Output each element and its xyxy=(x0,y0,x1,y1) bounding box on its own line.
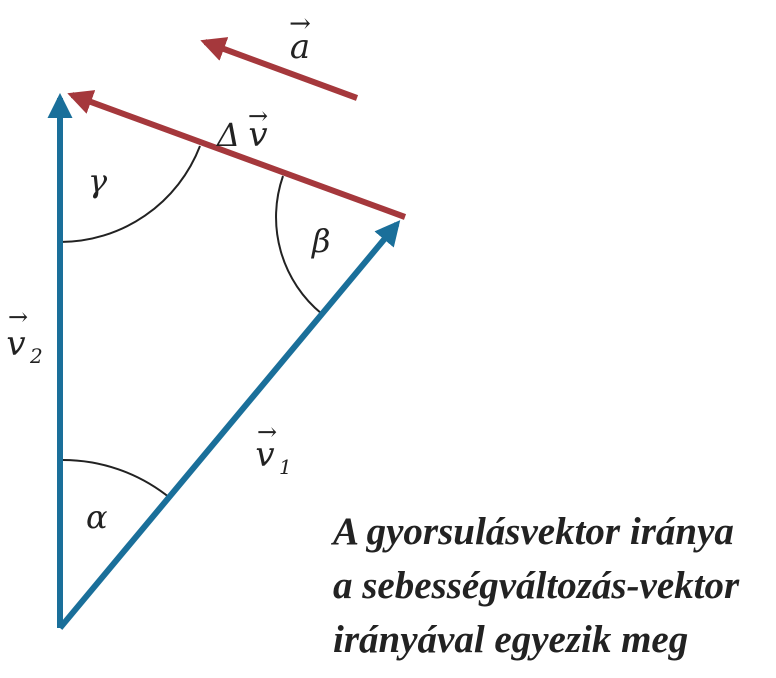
delta-v-vector-arrow xyxy=(67,90,407,220)
v1-vector-arrow xyxy=(57,220,401,630)
caption: A gyorsulásvektor iránya a sebességválto… xyxy=(333,505,773,667)
v1-vector-arrow-symbol: → xyxy=(257,418,277,446)
v1-label: v xyxy=(255,435,274,475)
caption-line-2: a sebességváltozás-vektor xyxy=(333,564,740,607)
acceleration-vector-arrow-symbol: → xyxy=(289,9,311,39)
v2-label: v xyxy=(6,324,25,364)
acceleration-label: a xyxy=(290,27,310,67)
caption-line-1: A gyorsulásvektor iránya xyxy=(333,510,734,553)
alpha-angle-arc xyxy=(59,458,171,499)
v2-vector-arrow-symbol: → xyxy=(8,303,28,331)
caption-line-3: irányával egyezik meg xyxy=(333,618,689,661)
beta-angle-arc xyxy=(275,175,323,315)
delta-symbol-label: Δ xyxy=(215,116,240,154)
gamma-label: γ xyxy=(88,162,108,200)
v1-subscript: 1 xyxy=(279,455,292,479)
acceleration-vector-arrow xyxy=(200,37,359,101)
v2-subscript: 2 xyxy=(29,344,43,368)
delta-v-vector-arrow-symbol: → xyxy=(248,102,268,130)
gamma-angle-arc xyxy=(59,145,201,243)
alpha-label: α xyxy=(86,498,108,536)
delta-v-label: v xyxy=(248,115,267,155)
beta-label: β xyxy=(311,222,331,260)
